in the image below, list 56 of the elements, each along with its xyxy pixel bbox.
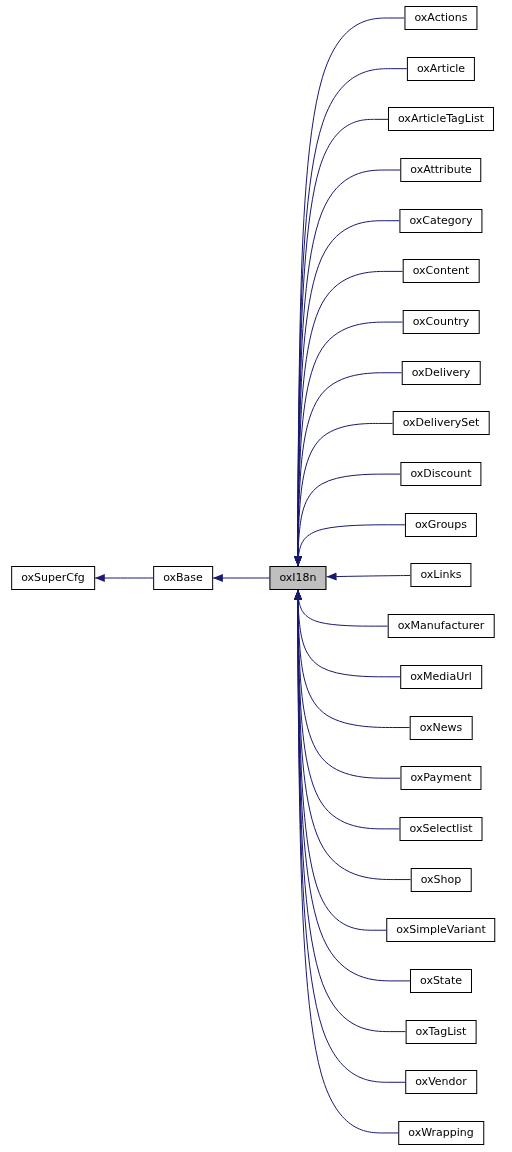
class-name: oxDelivery	[411, 365, 471, 379]
class-box	[400, 766, 482, 791]
class-box	[387, 614, 495, 639]
class-name: oxDeliverySet	[402, 416, 480, 430]
class-box	[410, 563, 472, 588]
class-box	[392, 411, 490, 436]
class-name: oxSelectlist	[409, 821, 473, 835]
class-name: oxNews	[419, 720, 463, 734]
class-box	[269, 566, 327, 590]
class-box	[406, 56, 476, 81]
class-box	[402, 259, 480, 284]
class-box	[405, 1019, 477, 1044]
inheritance-arrow	[212, 574, 270, 582]
class-box	[409, 715, 473, 740]
class-name: oxAttribute	[410, 163, 472, 177]
class-name: oxPayment	[410, 771, 472, 785]
class-name: oxActions	[414, 11, 468, 24]
class-name: oxManufacturer	[397, 619, 485, 633]
class-name: oxState	[420, 973, 462, 987]
class-box	[11, 566, 95, 590]
inheritance-arrow	[294, 524, 406, 567]
class-box	[410, 867, 472, 892]
class-name: oxDiscount	[410, 467, 472, 481]
class-name: oxCountry	[412, 315, 470, 329]
class-name: oxBase	[163, 571, 203, 584]
class-name: oxArticleTagList	[398, 112, 484, 126]
class-box	[399, 208, 483, 233]
class-name: oxSimpleVariant	[396, 923, 486, 937]
class-name: oxSuperCfg	[21, 571, 85, 584]
class-box	[398, 1120, 484, 1145]
class-box	[386, 918, 496, 943]
class-box	[404, 6, 478, 30]
class-name: oxShop	[420, 872, 462, 886]
class-name: oxGroups	[414, 517, 468, 531]
class-box	[400, 664, 482, 689]
class-box	[153, 566, 213, 590]
class-box	[404, 512, 478, 537]
class-name: oxArticle	[416, 61, 466, 75]
inheritance-arrow	[326, 572, 411, 581]
class-name: oxI18n	[279, 571, 317, 584]
class-box	[410, 968, 472, 993]
class-name: oxMediaUrl	[410, 669, 472, 683]
class-name: oxLinks	[420, 568, 462, 582]
class-name: oxCategory	[409, 213, 473, 227]
class-box	[401, 360, 481, 385]
class-box	[400, 462, 482, 487]
class-box	[402, 310, 480, 335]
class-name: oxVendor	[415, 1075, 467, 1089]
class-name: oxContent	[412, 264, 470, 278]
class-box	[399, 816, 483, 841]
inheritance-arrow	[94, 574, 154, 582]
class-box	[400, 158, 482, 183]
class-box	[405, 1070, 477, 1095]
class-name: oxTagList	[415, 1024, 467, 1038]
class-name: oxWrapping	[408, 1125, 474, 1139]
class-box	[388, 107, 494, 132]
